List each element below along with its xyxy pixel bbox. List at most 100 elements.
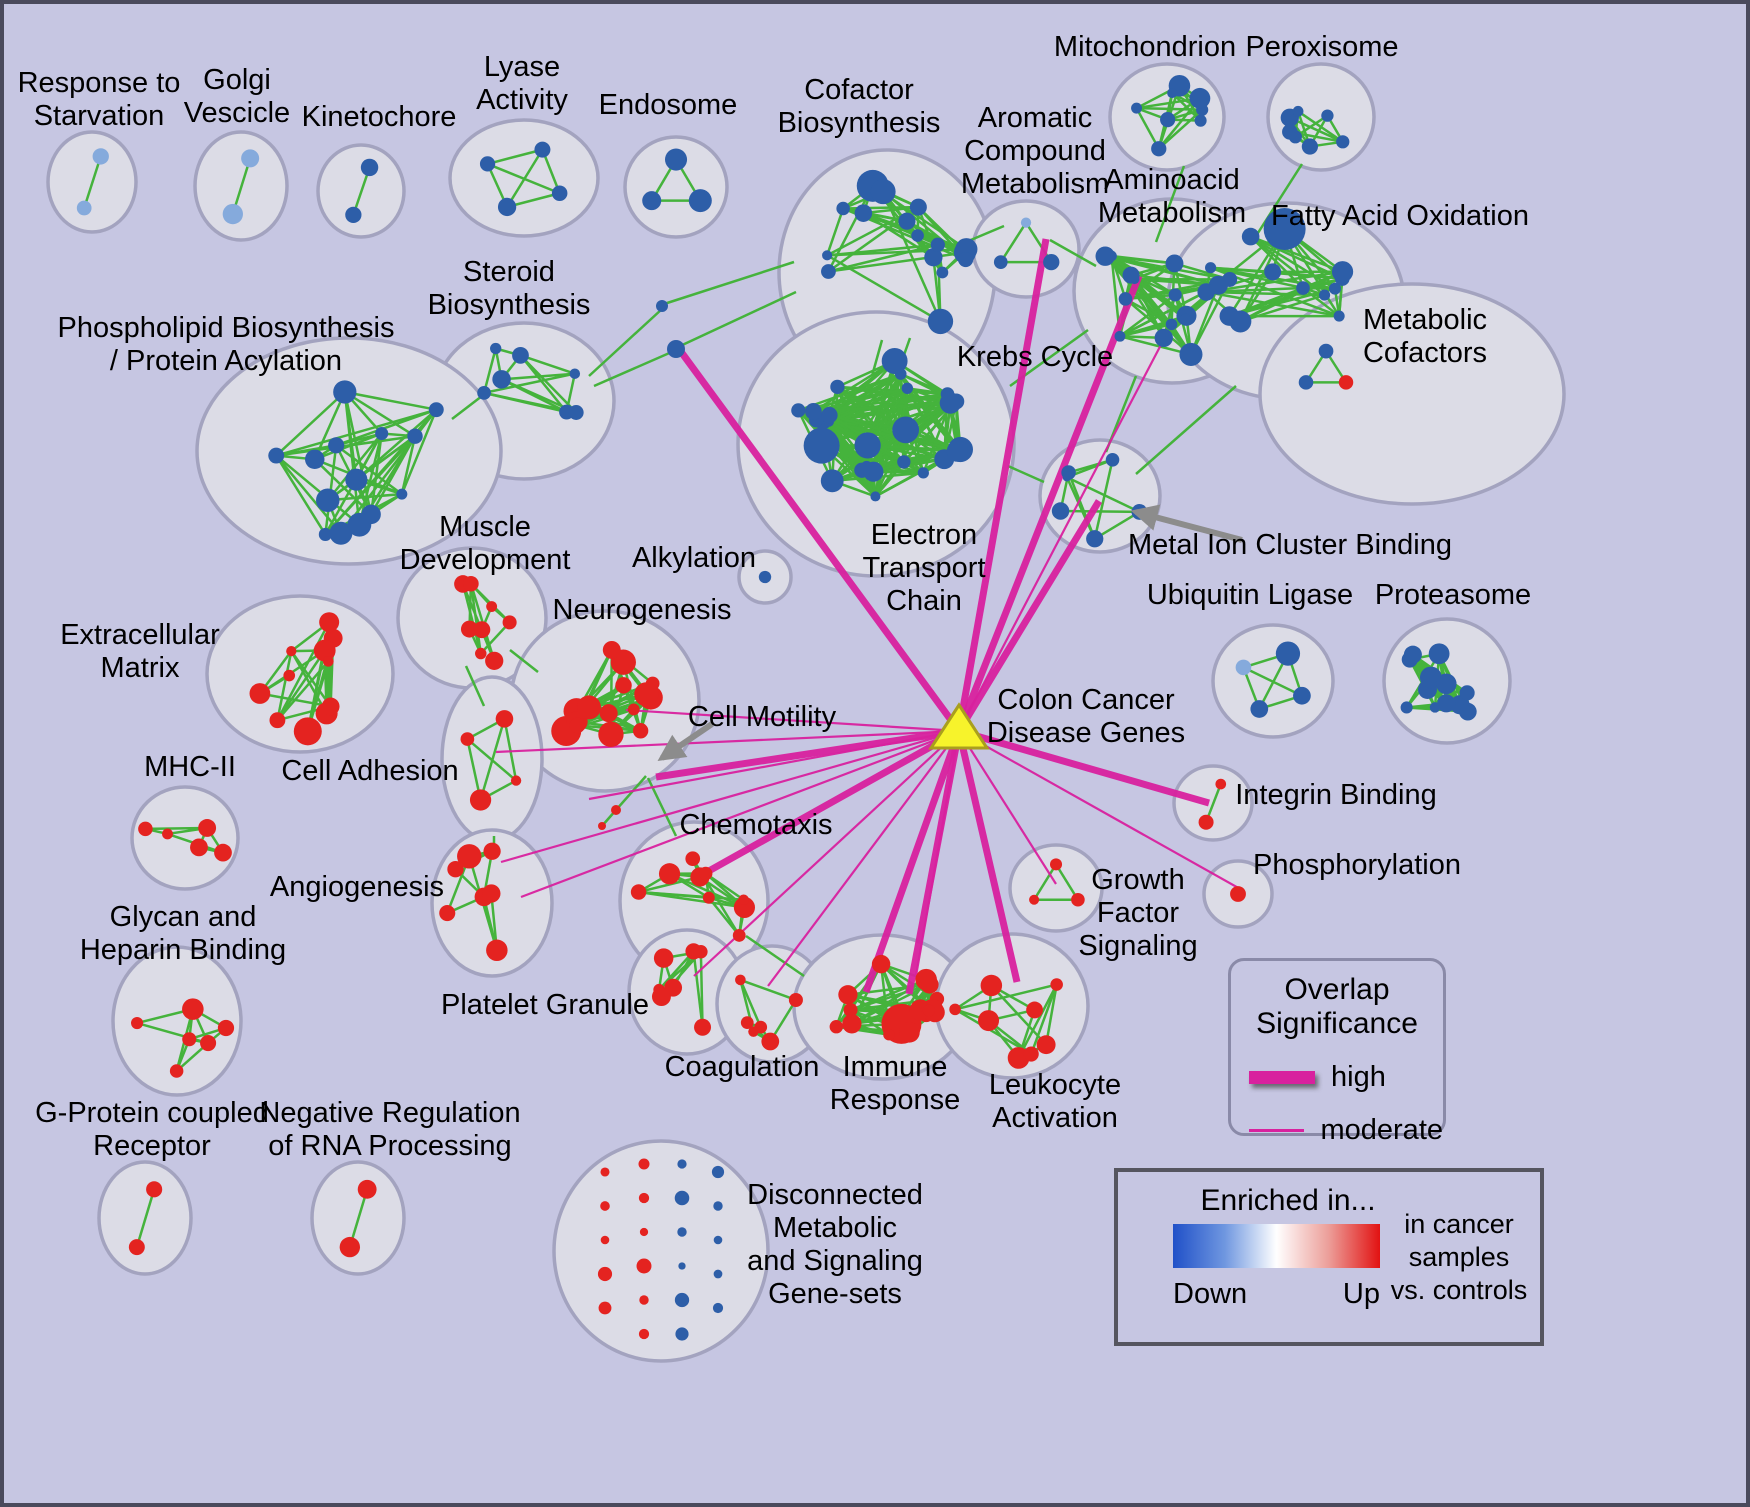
gene-set-node [702,891,715,904]
gene-set-node [169,1064,184,1078]
label-alkylation: Alkylation [632,542,756,574]
gene-set-node [268,447,285,464]
gene-set-node [497,197,517,217]
gene-set-node [909,198,927,216]
gene-set-edge [1206,290,1340,318]
gene-set-node [1241,227,1260,246]
gene-set-node [1328,282,1341,295]
gene-set-edge [954,983,1057,1011]
gene-set-node [698,866,713,881]
label-angiogenesis: Angiogenesis [270,871,444,903]
gene-set-node [1050,978,1063,991]
gene-set-node [899,1021,920,1043]
inter-cluster-edge [1254,163,1304,237]
gene-set-edge [335,444,403,496]
gene-set-node [1437,694,1456,713]
gene-set-node [740,1016,754,1030]
gene-set-node [1318,289,1331,301]
gene-set-node [843,1002,858,1018]
gene-set-node [1131,102,1143,114]
gene-set-node [822,250,833,261]
label-cell-motility: Cell Motility [688,701,837,733]
moderate-significance-label: moderate [1320,1114,1443,1146]
gene-set-node [993,255,1008,269]
gene-set-edge [825,208,845,256]
label-chemotaxis: Chemotaxis [679,809,832,841]
gene-set-node [892,416,920,444]
gene-set-edge [501,372,575,381]
gene-set-node [492,370,511,389]
gene-set-edge [954,1008,1032,1056]
gene-set-node [576,695,602,720]
gene-set-edge [1130,274,1192,356]
gene-set-node [568,405,584,421]
gene-set-node [339,1236,361,1258]
gene-set-edge [1030,984,1058,1055]
metal-ion-cluster-binding-arrow [1130,504,1243,543]
gene-set-node [820,469,844,493]
gene-set-node [667,340,685,358]
gene-set-node [1165,318,1178,331]
overlap-edge-moderate [520,729,960,899]
gene-set-node [1023,1046,1039,1062]
gene-set-node [713,1269,723,1279]
gene-set-node [1029,894,1040,905]
gene-set-edge [400,409,438,495]
gene-set-node [713,1201,723,1211]
gene-set-node [483,842,501,860]
gene-set-edge [1044,984,1058,1045]
gene-set-edge [276,650,293,721]
gene-set-node [200,1035,217,1052]
gene-set-node [318,527,332,542]
gene-set-node [328,437,345,454]
gene-set-edge [503,718,518,781]
inter-cluster-edge [745,934,805,978]
gene-set-node [502,615,517,630]
gene-set-node [602,640,621,659]
enrichment-gradient-bar [1173,1224,1380,1268]
overlap-edge-moderate [767,730,960,987]
gene-set-node [674,1292,690,1308]
gene-set-edge [999,221,1028,263]
inter-cluster-edge [1007,464,1045,484]
gene-set-node [512,346,529,364]
gene-set-node [638,1328,650,1340]
gene-set-node [863,461,884,482]
gene-set-edge [466,738,517,782]
gene-set-node [347,512,372,537]
gene-set-node [322,656,334,667]
gene-set-edge [1297,110,1344,143]
inter-cluster-edge [588,308,663,377]
overlap-edge-moderate [958,730,1243,891]
gene-set-node [1230,886,1246,902]
gene-set-node [713,1235,723,1245]
gene-set-node [871,954,891,974]
gene-set-edge [1104,255,1219,287]
label-kinetochore: Kinetochore [302,101,457,133]
gene-set-edge [827,243,938,257]
gene-set-node [980,974,1003,997]
gene-set-node [479,156,496,172]
gene-set-node [842,1014,862,1034]
gene-set-edge [276,660,330,722]
label-krebs-cycle: Krebs Cycle [957,341,1113,373]
gene-set-node [638,1192,650,1204]
gene-set-nodes [76,74,1477,1341]
gene-set-node [639,1227,649,1237]
gene-set-node [1118,292,1133,306]
gene-set-node [600,1201,610,1211]
gene-set-edge [826,254,942,323]
gene-set-node [1105,453,1120,467]
gradient-axis-labels: Down Up [1173,1278,1380,1311]
inter-cluster-edge [1049,238,1097,268]
gene-set-node [598,822,606,830]
cluster-ellipse-glycan-and-heparin-binding [111,945,243,1097]
gene-set-edge [327,492,402,502]
overlap-edges [495,238,1243,995]
inter-cluster-edge [1135,385,1237,475]
cluster-ellipse-metabolic-cofactors [1258,282,1566,506]
gene-set-node [712,1302,724,1314]
